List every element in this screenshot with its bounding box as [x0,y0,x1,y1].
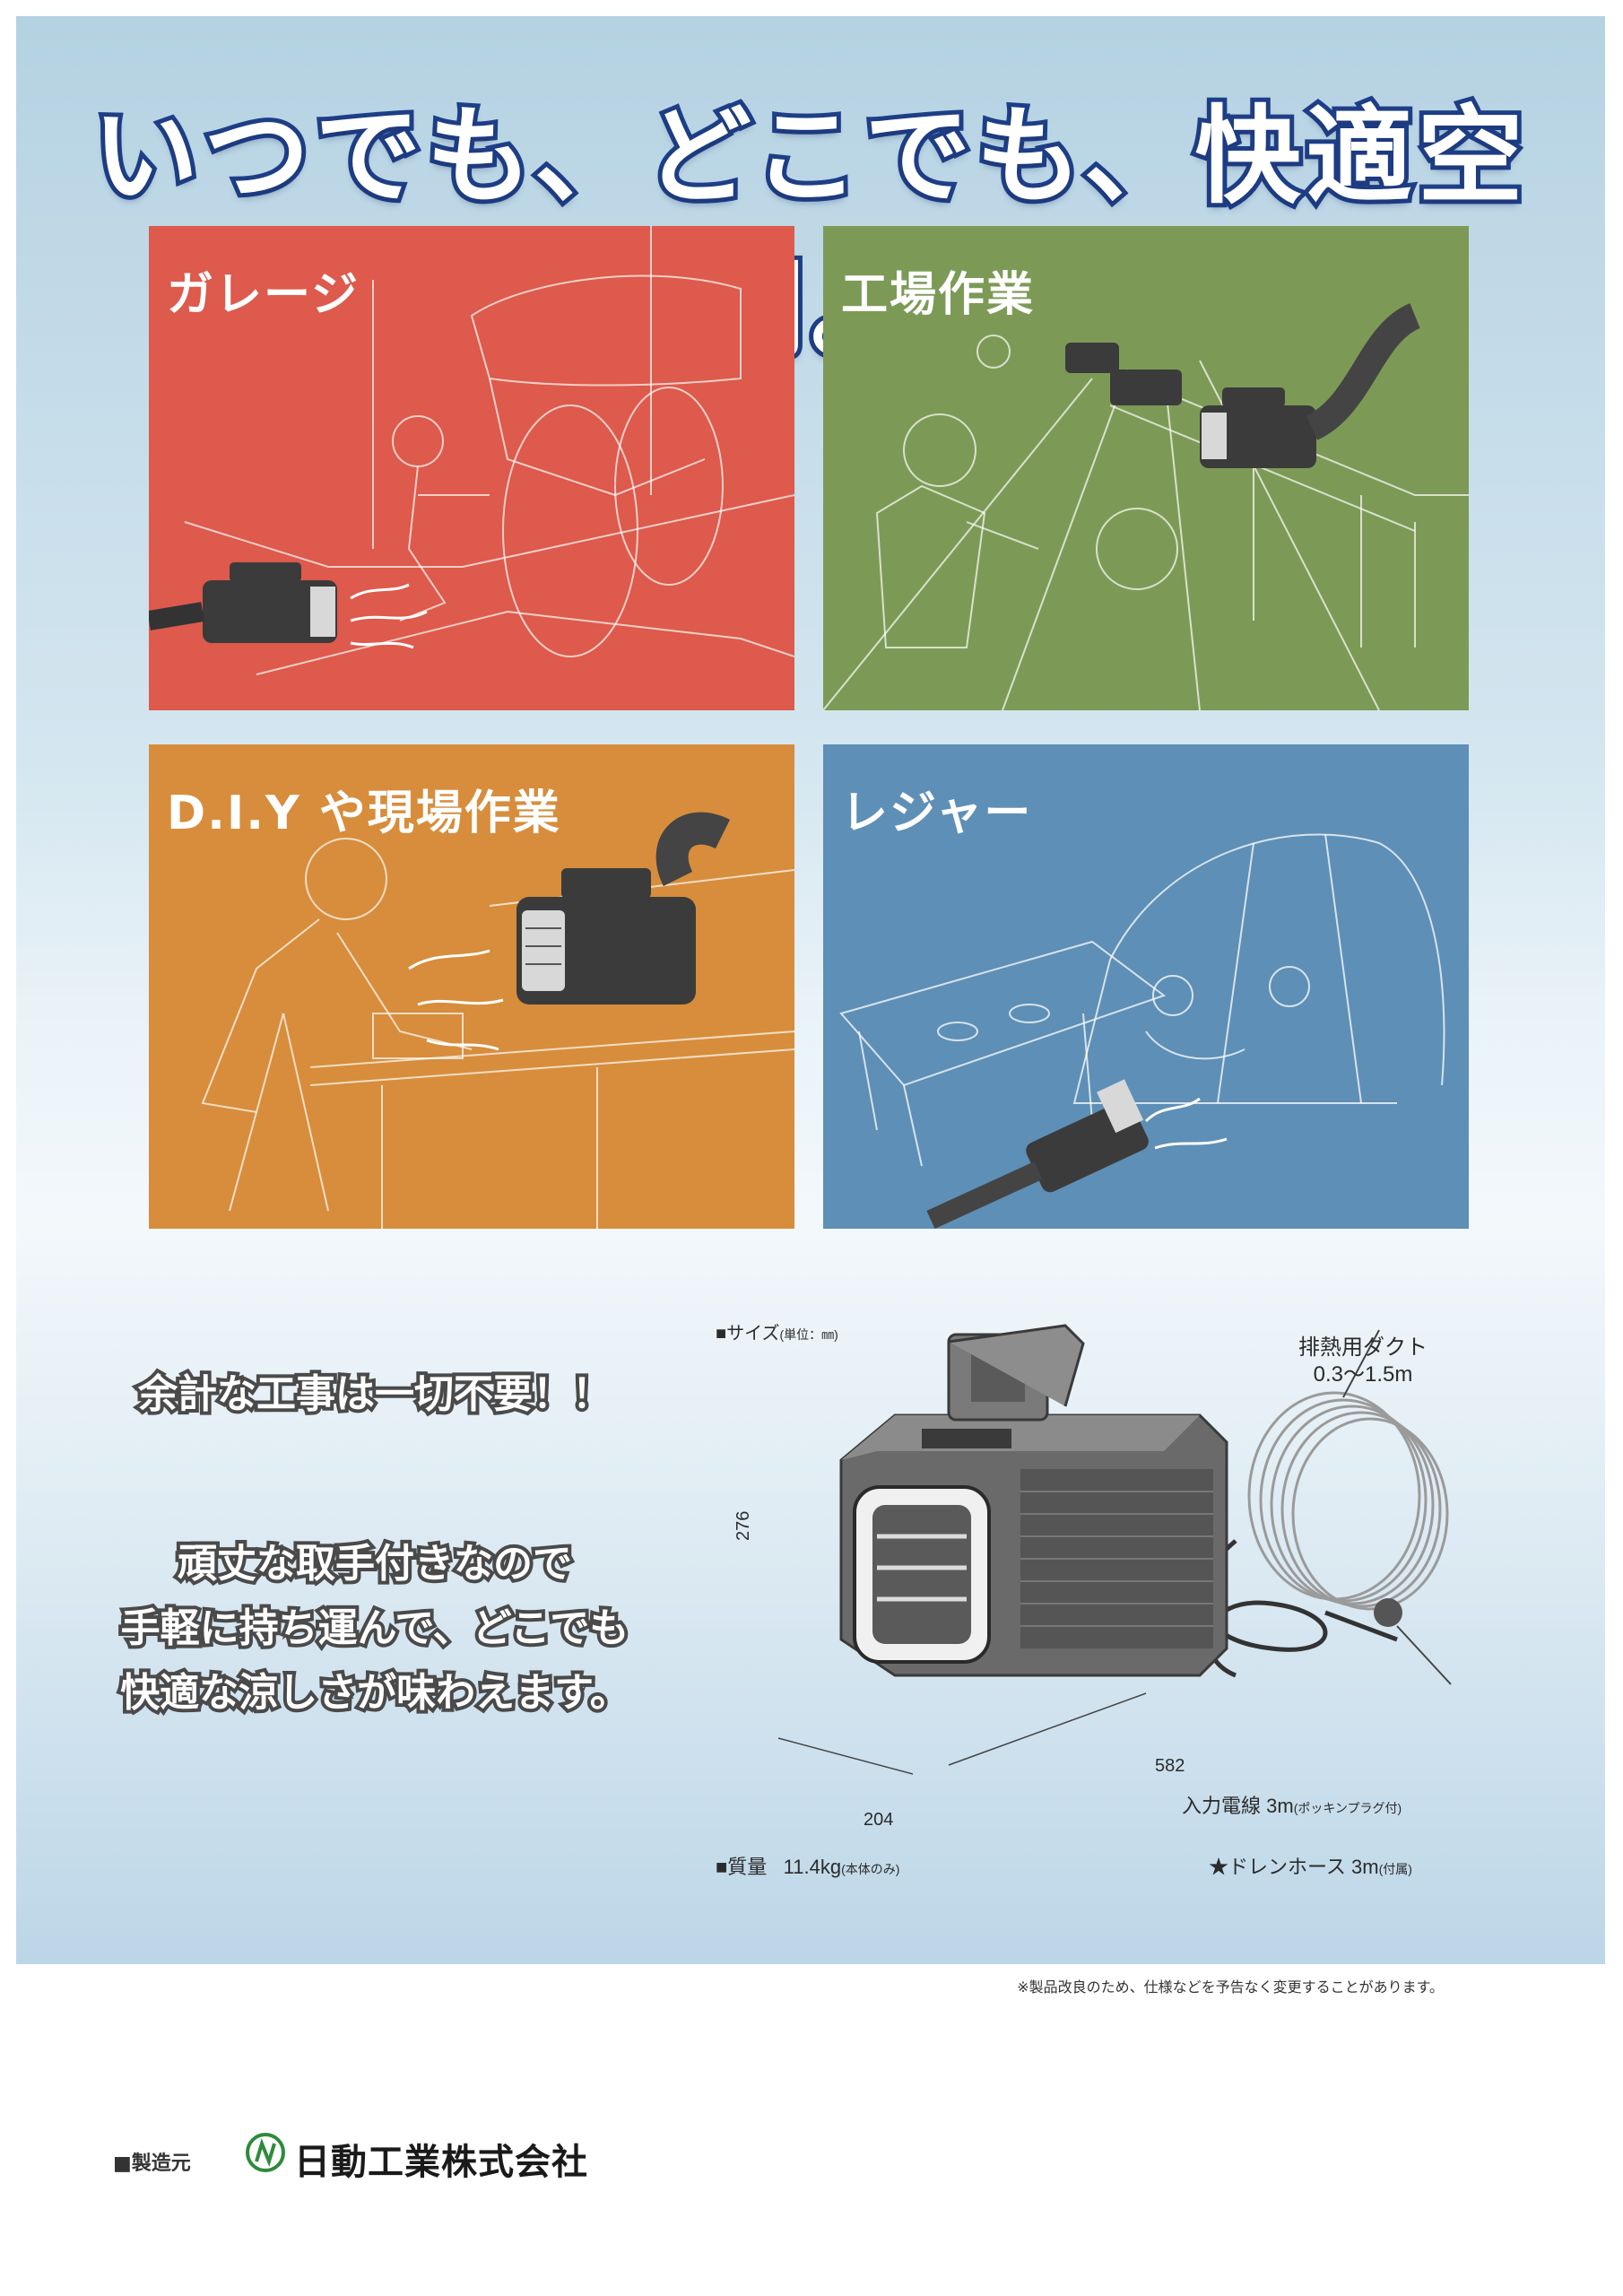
mass-note: (本体のみ) [841,1862,900,1876]
panel-leisure: レジャー [823,744,1469,1229]
company-logo-icon [246,2133,285,2172]
diy-illustration [201,812,794,1229]
leisure-illustration [839,833,1445,1229]
duct-label-title: 排熱用ダクト [1298,1335,1428,1360]
company-name: 日動工業株式会社 [294,2142,588,2183]
manufacturer-label: ■製造元 [113,2152,191,2175]
copy-line: 手軽に持ち運んで、どこでも [117,1602,633,1655]
cord-note: (ポッキンプラグ付) [1293,1801,1402,1815]
panel-title: ガレージ [167,268,360,322]
control-panel [922,1429,1011,1448]
size-unit: (単位：㎜) [779,1327,838,1342]
size-label: ■サイズ(単位：㎜) [716,1318,838,1344]
copy-headline: 余計な工事は一切不要！！ [135,1368,615,1421]
cord-leader-line [1396,1625,1452,1685]
panel-title: 工場作業 [841,268,1036,322]
size-label-text: ■サイズ [716,1324,780,1344]
mass-value: 11.4kg [783,1856,842,1878]
panel-title: レジャー [841,787,1033,840]
copy-line: 快適な涼しさが味わえます。 [117,1666,633,1719]
panel-title: D.I.Y や現場作業 [167,787,561,840]
disclaimer-note: ※製品改良のため、仕様などを予告なく変更することがあります。 [1017,1979,1444,1996]
cord-label: 入力電線 3m(ポッキンプラグ付) [1182,1790,1402,1819]
plug-icon [1374,1598,1402,1627]
duct-label: 排熱用ダクト 0.3～1.5m [1298,1335,1428,1388]
duct-label-length: 0.3～1.5m [1313,1362,1413,1387]
height-dimension: 276 [733,1510,753,1541]
panel-garage: ガレージ [149,226,794,710]
cooler-unit-illustration [777,1324,1452,1775]
duct-leader-line [1342,1329,1380,1398]
drain-label-text: ★ドレンホース 3m [1209,1856,1379,1878]
panel-diy: D.I.Y や現場作業 [149,744,794,1229]
copy-body: 頑丈な取手付きなので 手軽に持ち運んで、どこでも 快適な涼しさが味わえます。 [97,1532,653,1726]
drain-label: ★ドレンホース 3m(付属) [1209,1851,1412,1880]
poster: いつでも、どこでも、快適空間。 [16,16,1605,1964]
mass-label-text: ■質量 [716,1856,768,1878]
garage-illustration [149,226,794,675]
drain-note: (付属) [1378,1862,1412,1876]
depth-dimension: 582 [1155,1756,1185,1776]
cord-label-text: 入力電線 3m [1182,1795,1294,1817]
panel-factory: 工場作業 [823,226,1469,710]
copy-line: 頑丈な取手付きなので [174,1537,576,1590]
dimension-lines [777,1692,1147,1775]
width-dimension: 204 [864,1810,894,1830]
mass-label: ■質量 11.4kg(本体のみ) [716,1851,899,1880]
factory-illustration [823,303,1469,710]
